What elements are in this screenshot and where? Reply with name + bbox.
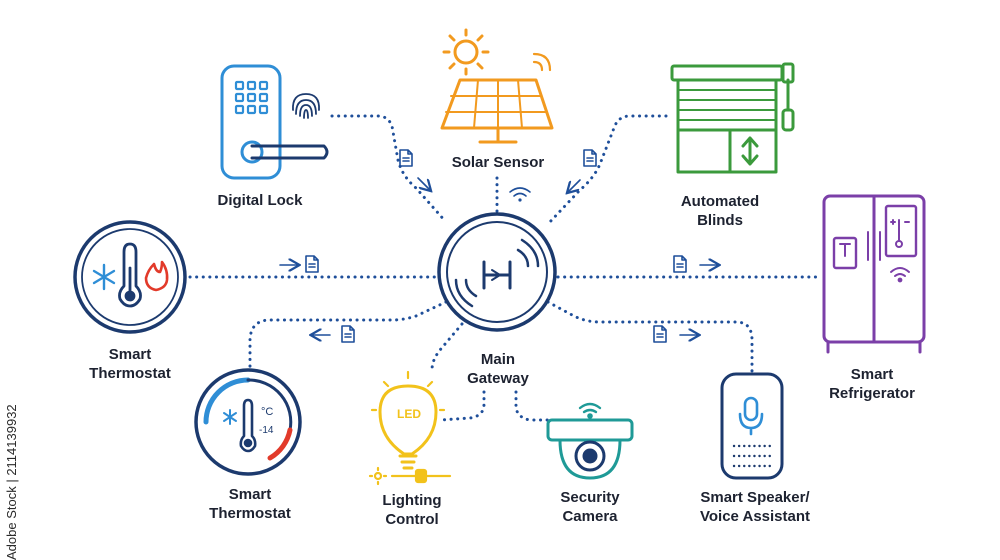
thermometer-icon [890, 219, 910, 248]
main-gateway-label-line2: Gateway [467, 370, 529, 387]
sun-icon [442, 28, 490, 76]
digital-lock-label: Digital Lock [217, 192, 303, 209]
link-speaker [546, 300, 754, 374]
doc-icon [653, 325, 667, 343]
doc-icon [305, 255, 319, 273]
link-camera [514, 390, 550, 422]
main-gateway-label-line1: Main [480, 351, 516, 368]
main-gateway-hub [437, 212, 557, 332]
smart-thermostat-bottom-label-line1: Smart [228, 486, 272, 503]
smart-thermostat-left-label: Smart Thermostat [70, 345, 190, 383]
automated-blinds-label: Automated Blinds [660, 192, 780, 230]
microphone-icon [738, 396, 764, 436]
speaker-grille [732, 444, 772, 468]
light-rays-icon [370, 370, 446, 412]
lighting-control-label-line2: Control [385, 511, 439, 528]
thermometer-icon [239, 398, 257, 453]
thermometer-icon [118, 242, 142, 308]
smart-thermostat-left-label-line1: Smart [108, 346, 152, 363]
wifi-icon [509, 187, 531, 202]
router-icon [482, 260, 512, 290]
thermostat-reading: -14 [259, 425, 274, 436]
smart-refrigerator-label-line2: Refrigerator [829, 385, 915, 402]
smart-thermostat-bottom-label: Smart Thermostat [190, 485, 310, 523]
security-camera-label: Security Camera [530, 488, 650, 526]
smart-refrigerator-label: Smart Refrigerator [812, 365, 932, 403]
fingerprint-icon [292, 93, 320, 119]
doc-icon [341, 325, 355, 343]
flame-icon [144, 260, 169, 292]
connection-lines [188, 114, 824, 422]
solar-sensor-device [440, 28, 554, 144]
link-thermostat-bottom [248, 300, 448, 372]
wifi-icon [578, 402, 602, 419]
security-camera-label-line2: Camera [562, 508, 618, 525]
lighting-control-device: LED [368, 370, 452, 486]
smart-thermostat-left-label-line2: Thermostat [89, 365, 171, 382]
link-automated-blinds [546, 114, 668, 226]
doc-icon [583, 149, 597, 167]
link-lighting-2 [438, 390, 486, 422]
stock-watermark: Adobe Stock | 2114139932 [4, 404, 19, 560]
security-camera-device [546, 402, 634, 480]
lighting-control-label: Lighting Control [352, 491, 472, 529]
signal-icon [532, 52, 552, 72]
security-camera-label-line1: Security [560, 489, 620, 506]
lighting-control-label-line1: Lighting [382, 492, 442, 509]
automated-blinds-label-line2: Blinds [697, 212, 743, 229]
digital-lock-device [220, 64, 329, 180]
doc-icon [673, 255, 687, 273]
brightness-slider-icon [368, 466, 452, 486]
automated-blinds-device [670, 62, 795, 174]
snowflake-icon [223, 409, 237, 425]
signal-waves-icon [454, 238, 540, 308]
main-gateway-label: Main Gateway [448, 350, 548, 388]
keypad-icon [234, 80, 269, 115]
wifi-icon [890, 267, 910, 283]
smart-thermostat-left-device [73, 220, 187, 334]
arrow-icon [568, 179, 581, 192]
smart-speaker-label: Smart Speaker/ Voice Assistant [680, 488, 830, 526]
smart-thermostat-bottom-label-line2: Thermostat [209, 505, 291, 522]
link-digital-lock [330, 114, 448, 224]
bulb-text: LED [397, 407, 421, 421]
smart-thermostat-bottom-device: °C -14 [194, 368, 302, 476]
smart-refrigerator-device [822, 194, 926, 354]
snowflake-icon [92, 263, 116, 291]
smart-speaker-device [720, 372, 784, 480]
thermostat-unit: °C [261, 406, 273, 418]
smart-speaker-label-line2: Voice Assistant [699, 508, 811, 525]
doc-icon [399, 149, 413, 167]
smart-refrigerator-label-line1: Smart [850, 366, 894, 383]
arrow-icon [417, 177, 430, 190]
link-lighting [430, 322, 464, 372]
smart-speaker-label-line1: Smart Speaker/ [700, 489, 810, 506]
data-flow-markers [279, 149, 718, 343]
automated-blinds-label-line1: Automated [680, 193, 760, 210]
solar-sensor-label: Solar Sensor [451, 154, 545, 171]
